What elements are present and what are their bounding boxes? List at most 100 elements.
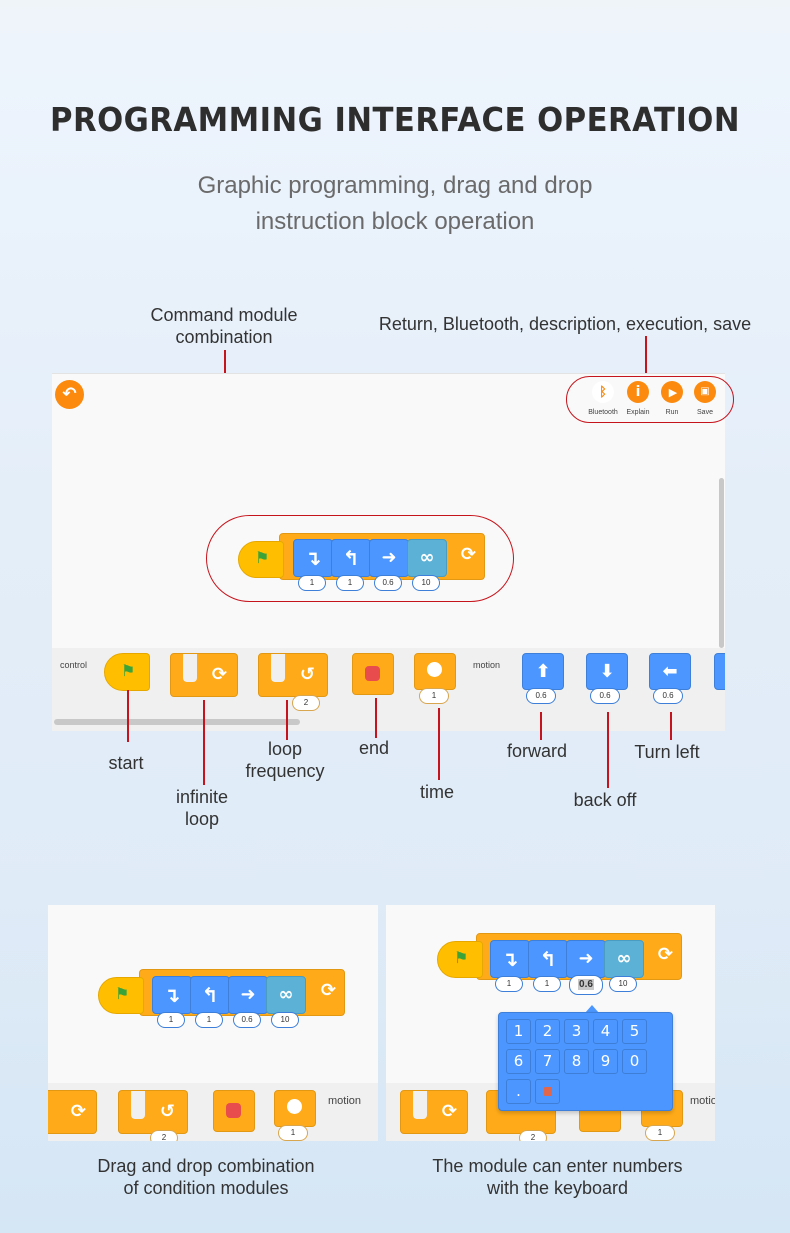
c-gap xyxy=(413,1091,427,1119)
start-block[interactable]: ⚑ xyxy=(98,977,144,1014)
palette-loop-frequency-block[interactable]: ↺ xyxy=(258,653,328,697)
turn-right-block[interactable]: ↴ xyxy=(490,940,530,978)
loop-count-block[interactable]: ∞ xyxy=(266,976,306,1014)
category-motion[interactable]: motion xyxy=(473,660,501,670)
value-input[interactable]: 1 xyxy=(278,1125,308,1141)
value-input[interactable]: 1 xyxy=(645,1125,675,1141)
value-input[interactable]: 10 xyxy=(271,1012,299,1028)
value-input[interactable]: 0.6 xyxy=(374,575,402,591)
turn-left-arrow-icon: ↰ xyxy=(539,947,557,971)
palette-partial-block[interactable] xyxy=(714,653,725,690)
save-icon: ▣ xyxy=(700,386,710,397)
key-1[interactable]: 1 xyxy=(506,1019,531,1044)
value-input[interactable]: 1 xyxy=(419,688,449,704)
value-input[interactable]: 1 xyxy=(336,575,364,591)
turn-left-block[interactable]: ↰ xyxy=(528,940,568,978)
keypad-pointer xyxy=(585,1005,599,1013)
turn-left-block[interactable]: ↰ xyxy=(190,976,230,1014)
run-button[interactable]: ▶ xyxy=(661,381,683,403)
loop-count-block[interactable]: ∞ xyxy=(604,940,644,978)
category-control[interactable]: control xyxy=(60,660,88,670)
key-decimal[interactable]: . xyxy=(506,1079,531,1104)
palette-forward-block[interactable]: ⬆ xyxy=(522,653,564,690)
key-2[interactable]: 2 xyxy=(535,1019,560,1044)
info-icon: i xyxy=(635,384,641,400)
repeat-icon: ⟳ xyxy=(657,944,673,965)
bluetooth-button[interactable]: ᛒ xyxy=(592,381,614,403)
value-input[interactable]: 0.6 xyxy=(526,688,556,704)
explain-button[interactable]: i xyxy=(627,381,649,403)
horizontal-scrollbar[interactable] xyxy=(54,719,300,725)
caption-line: Drag and drop combination xyxy=(97,1156,315,1176)
move-right-block[interactable]: ➜ xyxy=(369,539,409,577)
value-input[interactable]: 1 xyxy=(298,575,326,591)
label-line: frequency xyxy=(245,761,325,781)
palette-end-block[interactable] xyxy=(213,1090,255,1132)
palette-start-block[interactable]: ⚑ xyxy=(104,653,150,691)
trash-icon xyxy=(543,1087,552,1096)
palette-turn-left-block[interactable]: ⬅ xyxy=(649,653,691,690)
loop-back-icon: ↺ xyxy=(159,1101,175,1122)
repeat-icon: ⟳ xyxy=(320,980,336,1001)
turn-left-block[interactable]: ↰ xyxy=(331,539,371,577)
flag-icon: ⚑ xyxy=(454,948,469,967)
category-motion[interactable]: motion xyxy=(328,1095,362,1107)
value-input[interactable]: 0.6 xyxy=(653,688,683,704)
palette-back-off-block[interactable]: ⬇ xyxy=(586,653,628,690)
turn-left-arrow-icon: ↰ xyxy=(342,546,360,570)
value-input[interactable]: 1 xyxy=(495,976,523,992)
palette-end-block[interactable] xyxy=(352,653,394,695)
drag-drop-example: ⟳ ⚑ ↴ ↰ ➜ ∞ 1 1 0.6 10 ⟳ ↺ 2 1 motion xyxy=(48,905,378,1141)
value-input[interactable]: 10 xyxy=(609,976,637,992)
palette-infinite-loop-block[interactable]: ⟳ xyxy=(400,1090,468,1134)
active-value-input[interactable]: 0.6 xyxy=(569,975,603,995)
palette-loop-frequency-block[interactable]: ↺ xyxy=(118,1090,188,1134)
value-input[interactable]: 0.6 xyxy=(233,1012,261,1028)
key-6[interactable]: 6 xyxy=(506,1049,531,1074)
palette-time-block[interactable] xyxy=(274,1090,316,1127)
vertical-scrollbar[interactable] xyxy=(719,478,724,648)
label-time: time xyxy=(419,782,454,802)
value-input[interactable]: 10 xyxy=(412,575,440,591)
palette-infinite-loop-block[interactable]: ⟳ xyxy=(48,1090,97,1134)
note-line: Command module xyxy=(150,305,298,325)
programming-workspace: ↶ ᛒ Bluetooth i Explain ▶ Run ▣ Save ⟳ ⚑… xyxy=(52,373,725,731)
return-icon: ↶ xyxy=(62,384,77,404)
key-5[interactable]: 5 xyxy=(622,1019,647,1044)
key-7[interactable]: 7 xyxy=(535,1049,560,1074)
caption-line: with the keyboard xyxy=(486,1178,629,1198)
key-9[interactable]: 9 xyxy=(593,1049,618,1074)
timer-icon xyxy=(427,662,442,677)
value-input[interactable]: 1 xyxy=(195,1012,223,1028)
repeat-icon: ⟳ xyxy=(70,1101,86,1122)
annotation-line xyxy=(127,690,129,742)
turn-right-block[interactable]: ↴ xyxy=(293,539,333,577)
left-arrow-icon: ⬅ xyxy=(662,660,678,682)
annotation-line xyxy=(286,700,288,740)
value-input[interactable]: 1 xyxy=(533,976,561,992)
turn-right-arrow-icon: ↴ xyxy=(163,983,181,1007)
move-right-block[interactable]: ➜ xyxy=(566,940,606,978)
label-line: loop xyxy=(184,809,220,829)
move-right-block[interactable]: ➜ xyxy=(228,976,268,1014)
key-delete[interactable] xyxy=(535,1079,560,1104)
play-icon: ▶ xyxy=(668,385,678,399)
palette-infinite-loop-block[interactable]: ⟳ xyxy=(170,653,238,697)
annotation-line xyxy=(607,712,609,788)
value-input[interactable]: 1 xyxy=(157,1012,185,1028)
key-4[interactable]: 4 xyxy=(593,1019,618,1044)
start-block[interactable]: ⚑ xyxy=(437,941,483,978)
back-button[interactable]: ↶ xyxy=(55,380,84,409)
value-input[interactable]: 2 xyxy=(519,1130,547,1141)
value-input[interactable]: 2 xyxy=(150,1130,178,1141)
category-motion[interactable]: motion xyxy=(690,1095,715,1107)
palette-time-block[interactable] xyxy=(414,653,456,690)
value-input[interactable]: 2 xyxy=(292,695,320,711)
value-input[interactable]: 0.6 xyxy=(590,688,620,704)
key-0[interactable]: 0 xyxy=(622,1049,647,1074)
turn-right-block[interactable]: ↴ xyxy=(152,976,192,1014)
key-3[interactable]: 3 xyxy=(564,1019,589,1044)
block-palette: control ⚑ ⟳ ↺ 2 1 motion ⬆ 0.6 ⬇ 0.6 xyxy=(52,648,725,731)
label-turn-left: Turn left xyxy=(634,742,700,762)
key-8[interactable]: 8 xyxy=(564,1049,589,1074)
